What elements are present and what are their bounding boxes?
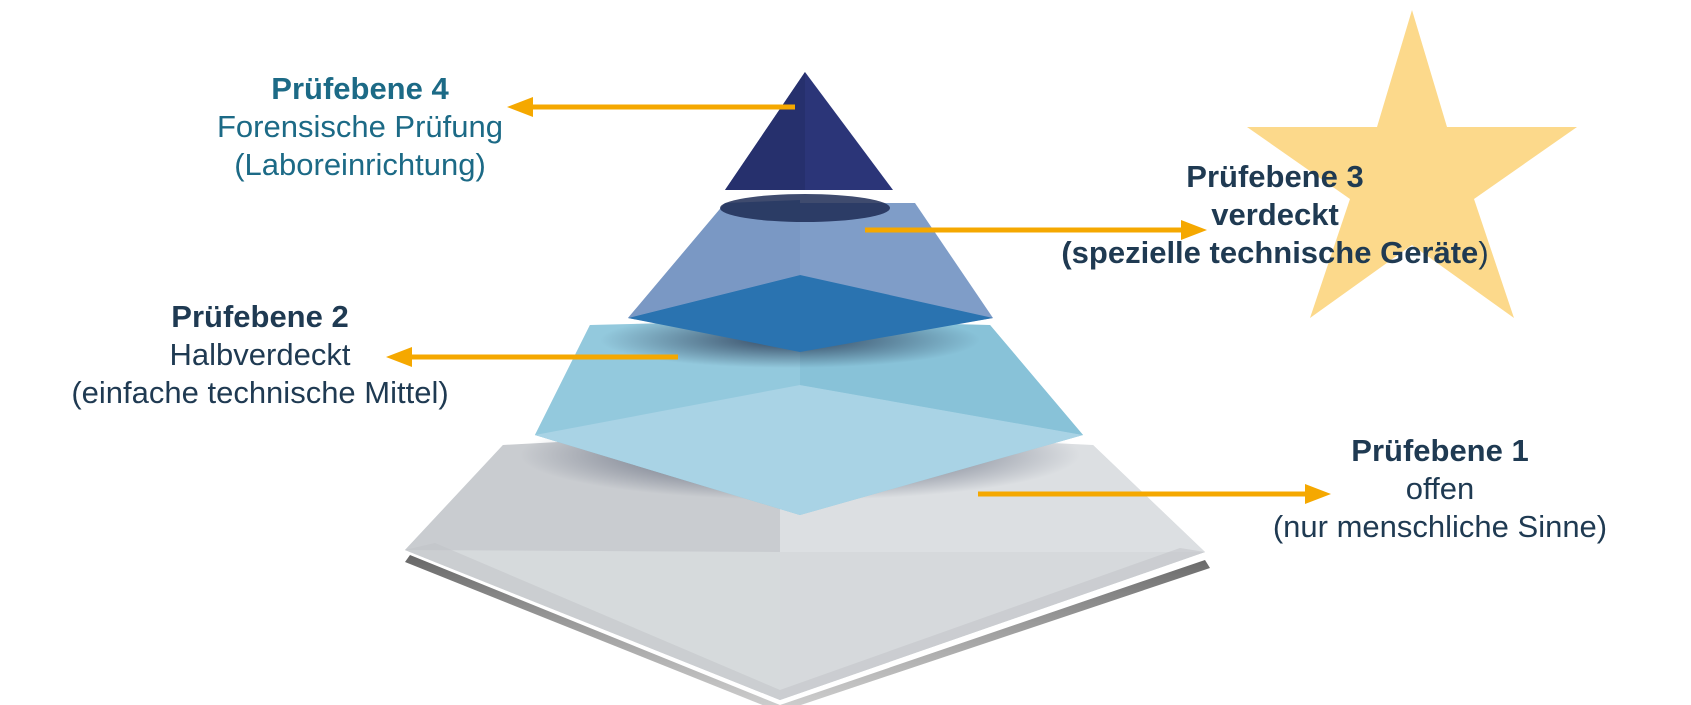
level-2-detail: (einfache technische Mittel) xyxy=(71,375,449,410)
level-3-title: Prüfebene 3 xyxy=(1186,159,1364,194)
level-1-title: Prüfebene 1 xyxy=(1351,433,1529,468)
arrow-level-1 xyxy=(978,484,1331,504)
level-4-detail: (Laboreinrichtung) xyxy=(234,147,486,182)
arrow-level-4 xyxy=(507,97,795,117)
level-3-detail-text: (spezielle technische Geräte xyxy=(1061,235,1479,270)
level-4-shadow xyxy=(720,194,890,222)
pyramid-level-3 xyxy=(628,200,993,352)
level-2-description: Halbverdeckt xyxy=(169,337,351,372)
level-3-detail: (spezielle technische Geräte) xyxy=(1055,234,1495,272)
star-icon xyxy=(1247,10,1577,318)
arrow-level-2 xyxy=(386,347,678,367)
level-4-title: Prüfebene 4 xyxy=(271,71,449,106)
level-3-label: Prüfebene 3 verdeckt (spezielle technisc… xyxy=(1055,158,1495,272)
arrow-level-3 xyxy=(865,220,1207,240)
level-2-title: Prüfebene 2 xyxy=(171,299,349,334)
level-1-detail: (nur menschliche Sinne) xyxy=(1272,509,1608,544)
pyramid-level-4 xyxy=(725,72,893,190)
level-3-description: verdeckt xyxy=(1211,197,1339,232)
level-2-label: Prüfebene 2 Halbverdeckt (einfache techn… xyxy=(0,298,520,412)
level-1-description: offen xyxy=(1405,471,1475,506)
level-4-description: Forensische Prüfung xyxy=(216,109,504,144)
level-1-label: Prüfebene 1 offen (nur menschliche Sinne… xyxy=(1220,432,1660,546)
level-4-label: Prüfebene 4 Forensische Prüfung (Laborei… xyxy=(200,70,520,184)
level-3-detail-tail: ) xyxy=(1478,235,1489,270)
